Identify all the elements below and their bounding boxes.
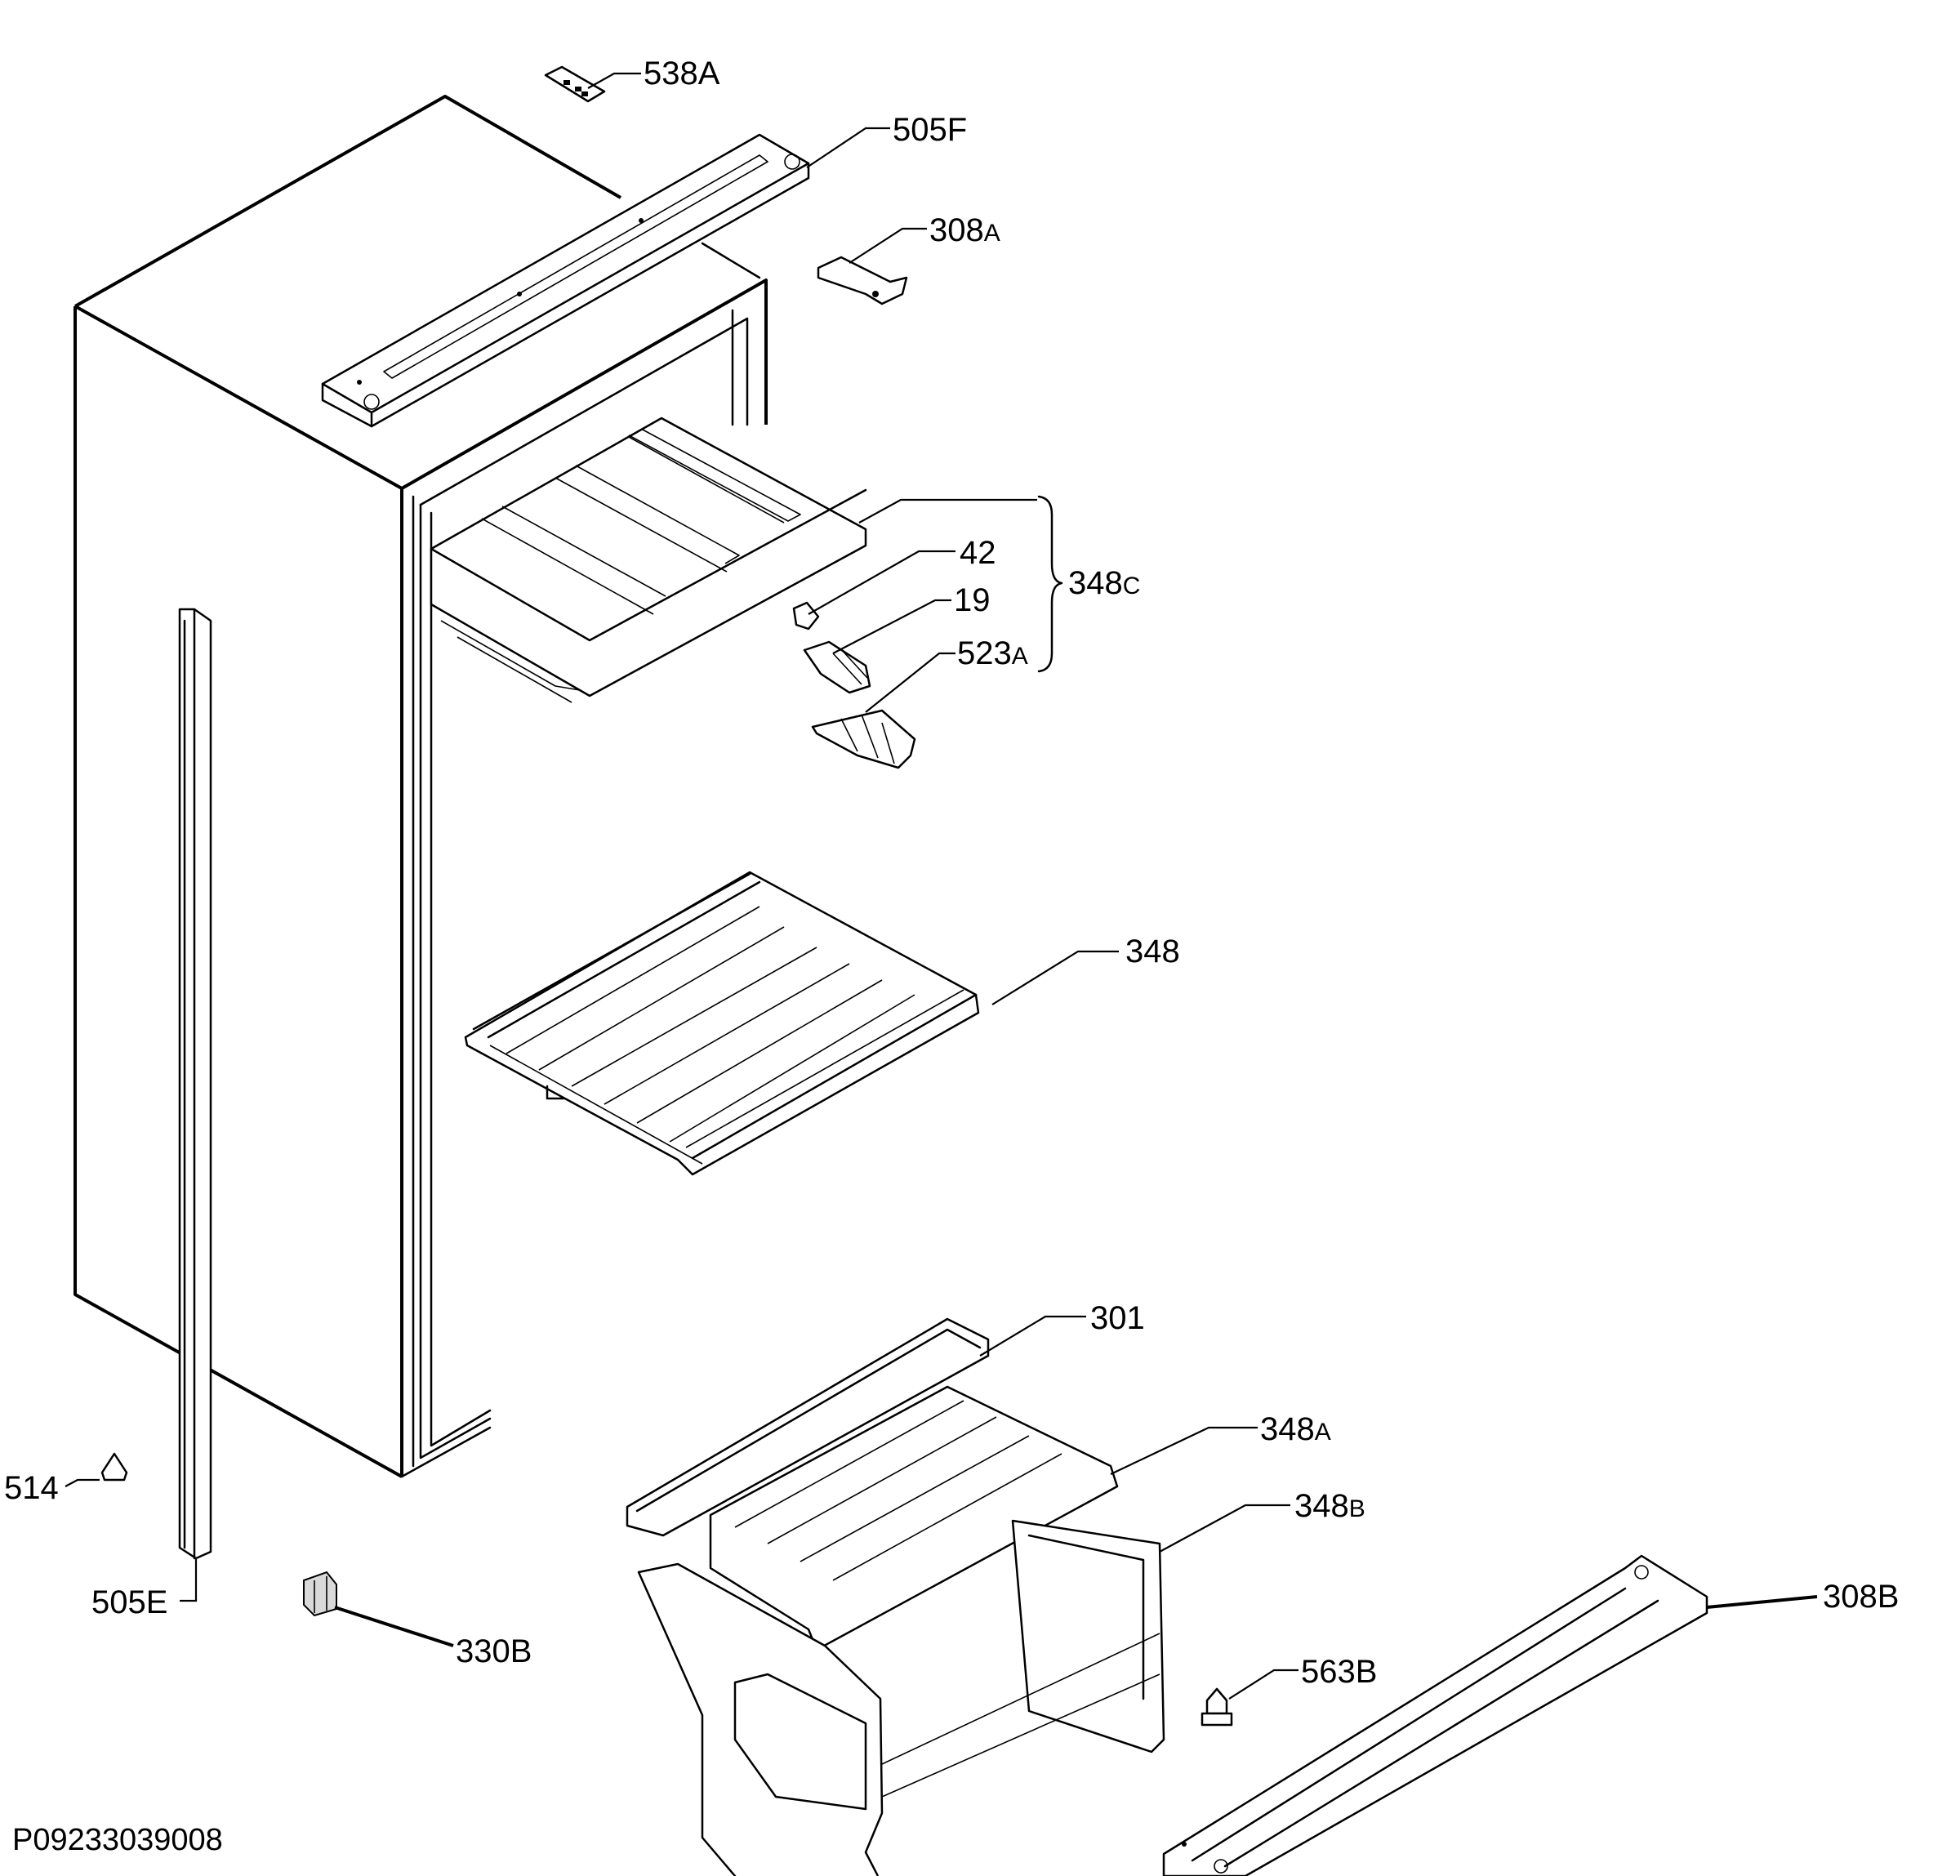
- callout-538a: 538A: [644, 56, 720, 91]
- callout-42: 42: [960, 535, 996, 571]
- screw-563b: [1200, 1687, 1233, 1727]
- svg-text:308B: 308B: [1823, 1579, 1899, 1615]
- svg-text:563B: 563B: [1301, 1654, 1377, 1690]
- svg-text:308A: 308A: [929, 212, 1000, 248]
- callout-308b: 308B: [1823, 1579, 1899, 1615]
- callout-563b: 563B: [1301, 1654, 1377, 1690]
- callout-523a: 523A: [957, 635, 1028, 671]
- part-538a-clip: [544, 65, 606, 103]
- callout-348c: 348C: [1068, 565, 1140, 601]
- cabinet: [74, 95, 768, 1478]
- crisper-assembly: [626, 1317, 1165, 1876]
- svg-text:523A: 523A: [957, 635, 1028, 671]
- svg-text:514: 514: [4, 1470, 59, 1506]
- drawing-code: P09233039008: [12, 1823, 223, 1857]
- svg-text:505E: 505E: [91, 1584, 167, 1620]
- svg-text:348A: 348A: [1260, 1411, 1331, 1447]
- leader-lines: [65, 72, 1818, 1700]
- door-seal-505e: [178, 608, 212, 1560]
- callout-19: 19: [954, 582, 991, 618]
- svg-text:538A: 538A: [644, 56, 720, 91]
- svg-text:42: 42: [960, 535, 996, 571]
- svg-text:301: 301: [1090, 1300, 1145, 1336]
- callout-301: 301: [1090, 1300, 1145, 1336]
- callout-505f: 505F: [893, 112, 967, 148]
- foot-514: [100, 1452, 128, 1482]
- svg-text:330B: 330B: [456, 1633, 532, 1669]
- part-308a-bracket: [817, 256, 908, 305]
- callout-514: 514: [4, 1470, 59, 1506]
- callout-505e: 505E: [91, 1584, 167, 1620]
- wire-shelf-348: [464, 871, 980, 1176]
- callout-348: 348: [1125, 934, 1180, 969]
- glass-shelf-top: [430, 417, 867, 703]
- svg-text:19: 19: [954, 582, 991, 618]
- bottom-bar-308b: [1162, 1554, 1708, 1876]
- svg-text:505F: 505F: [893, 112, 967, 148]
- foot-330b: [303, 1571, 337, 1617]
- callout-330b: 330B: [456, 1633, 532, 1669]
- callout-348a: 348A: [1260, 1411, 1331, 1447]
- top-hinge-bar: [321, 133, 810, 428]
- callout-308a: 308A: [929, 212, 1000, 248]
- lamp-assembly: [792, 601, 916, 769]
- svg-text:348: 348: [1125, 934, 1180, 969]
- svg-text:348C: 348C: [1068, 565, 1140, 601]
- svg-text:348B: 348B: [1294, 1488, 1365, 1524]
- callout-348b: 348B: [1294, 1488, 1365, 1524]
